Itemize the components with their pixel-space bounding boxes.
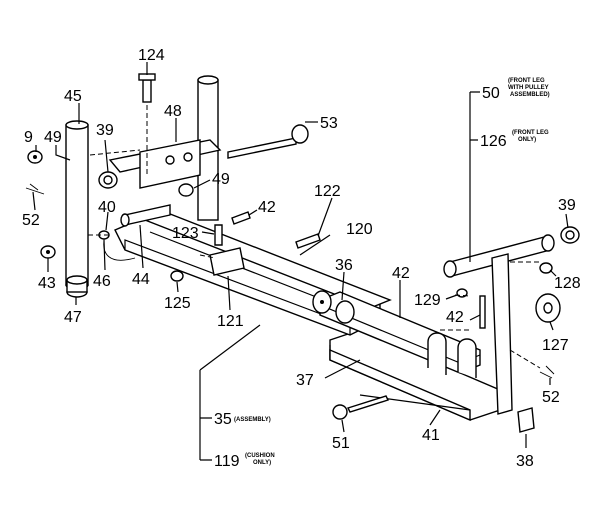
label-46: 46 [93, 273, 111, 290]
label-120: 120 [346, 221, 373, 238]
label-35-note: (ASSEMBLY) [234, 417, 271, 423]
nut-125 [170, 270, 184, 282]
label-49-left: 49 [44, 129, 62, 146]
bolt-122 [295, 233, 321, 249]
roller-39-rear [98, 171, 118, 189]
label-37: 37 [296, 372, 314, 389]
label-9: 9 [24, 129, 33, 146]
label-50-note-line2: WITH PULLEY [508, 85, 549, 91]
knob-128 [539, 262, 553, 274]
leader-lines [32, 62, 569, 461]
label-122: 122 [314, 183, 341, 200]
label-42-mid: 42 [392, 265, 410, 282]
label-44: 44 [132, 271, 150, 288]
wheel-127 [535, 293, 561, 323]
label-53: 53 [320, 115, 338, 132]
label-50: 50 [482, 85, 500, 102]
label-52-left: 52 [22, 212, 40, 229]
label-43: 43 [38, 275, 56, 292]
label-50-note-line1: (FRONT LEG [508, 78, 545, 84]
label-38: 38 [516, 453, 534, 470]
label-41: 41 [422, 427, 440, 444]
label-126-note-line2: ONLY) [518, 137, 536, 143]
label-50-note-line3: ASSEMBLED) [510, 92, 550, 98]
nut-43 [40, 245, 56, 259]
bolt-124 [138, 73, 156, 103]
label-49-mid: 49 [212, 171, 230, 188]
label-125: 125 [164, 295, 191, 312]
front-leg-50 [443, 234, 555, 415]
pulley-36 [312, 290, 355, 324]
pin-51 [332, 395, 389, 420]
guide-lines [88, 149, 541, 369]
label-126: 126 [480, 133, 507, 150]
u-bracket [427, 332, 477, 378]
end-cap-38 [517, 407, 535, 433]
knob-39-front [560, 226, 580, 244]
part-labels: 124 45 48 53 50 (FRONT LEG WITH PULLEY A… [22, 47, 581, 470]
knob-9 [27, 150, 43, 164]
label-129: 129 [414, 292, 441, 309]
label-39-left: 39 [96, 122, 114, 139]
bolt-42-top [231, 211, 251, 225]
bracket-48 [108, 139, 222, 189]
pin-52-front [539, 365, 555, 379]
plate-121-123 [209, 224, 245, 276]
label-42-top: 42 [258, 199, 276, 216]
label-121: 121 [217, 313, 244, 330]
label-124: 124 [138, 47, 165, 64]
foot-cap-47 [66, 275, 88, 298]
label-119-note-line2: ONLY) [253, 460, 271, 466]
label-126-note-line1: (FRONT LEG [512, 130, 549, 136]
label-39-right: 39 [558, 197, 576, 214]
label-35: 35 [214, 411, 232, 428]
label-119-note-line1: (CUSHION [245, 453, 275, 459]
label-42-right: 42 [446, 309, 464, 326]
pin-52-rear [25, 183, 45, 195]
label-127: 127 [542, 337, 569, 354]
label-48: 48 [164, 103, 182, 120]
tube-44 [120, 204, 171, 227]
label-40: 40 [98, 199, 116, 216]
rod-53 [227, 124, 309, 159]
label-51: 51 [332, 435, 350, 452]
label-128: 128 [554, 275, 581, 292]
spacer-49 [178, 183, 194, 197]
label-123: 123 [172, 225, 199, 242]
label-45: 45 [64, 88, 82, 105]
label-52-right: 52 [542, 389, 560, 406]
label-36: 36 [335, 257, 353, 274]
label-119: 119 [214, 453, 240, 470]
rear-leg-45 [65, 120, 89, 290]
label-47: 47 [64, 309, 82, 326]
bolt-42-front [479, 295, 486, 329]
